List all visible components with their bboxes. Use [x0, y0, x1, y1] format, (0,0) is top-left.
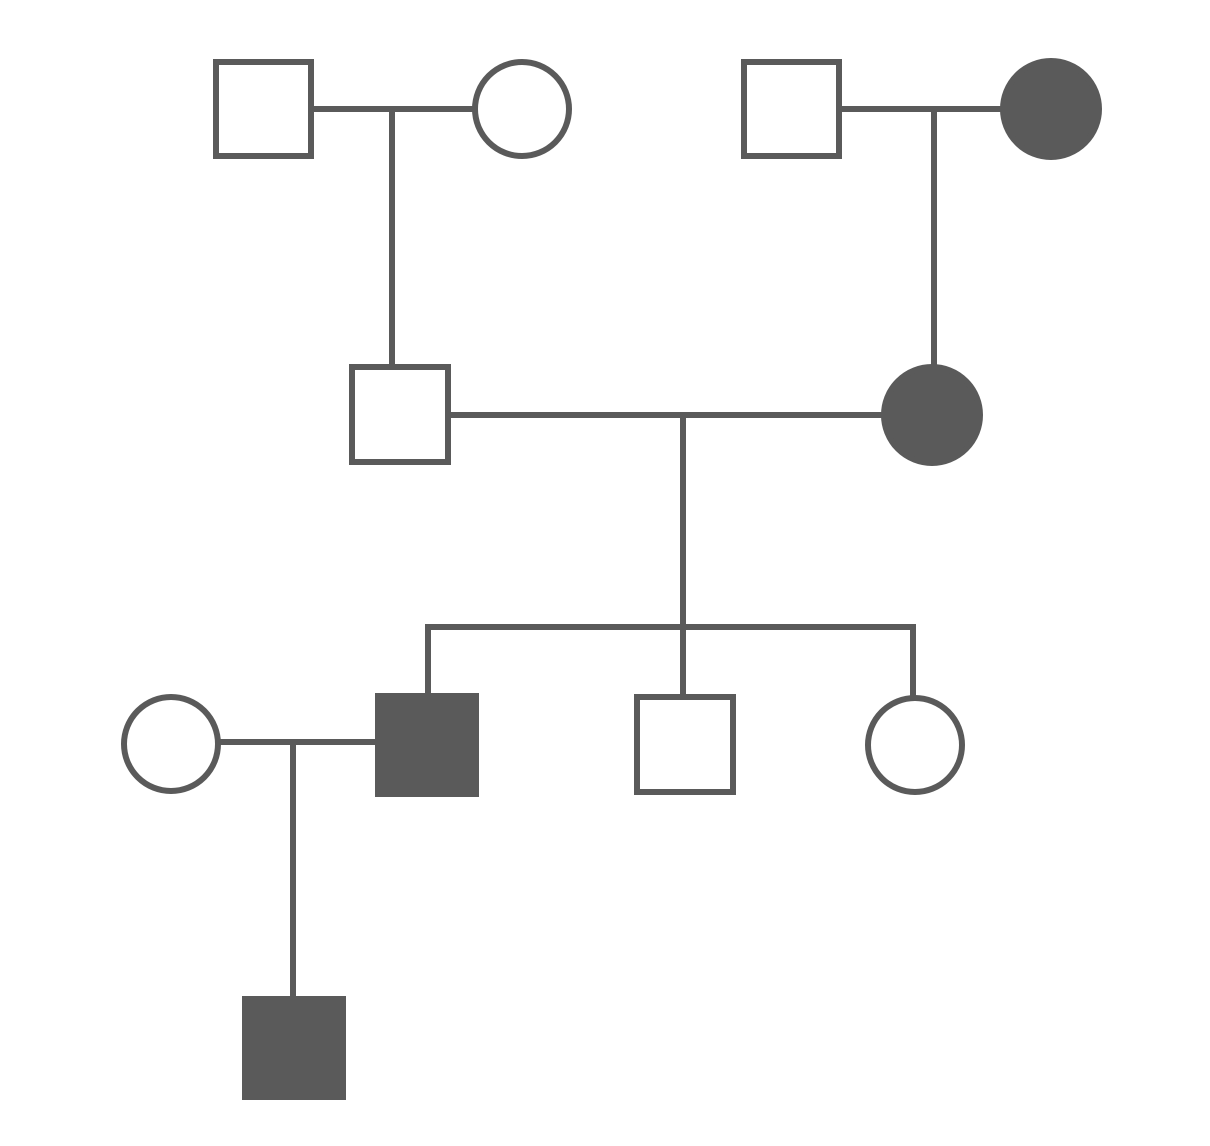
g3-daughter — [865, 695, 965, 795]
g1-paternal-grandfather — [213, 59, 314, 159]
g1-maternal-grandmother — [1000, 58, 1102, 160]
g1-paternal-grandmother — [472, 59, 572, 159]
g1-maternal-grandfather — [741, 59, 842, 159]
g3-son-affected — [375, 693, 479, 797]
g3-son — [634, 694, 736, 795]
g4-grandson — [242, 996, 346, 1100]
g2-father — [349, 364, 451, 465]
g3-spouse — [121, 694, 221, 794]
pedigree-individuals — [121, 58, 1102, 1100]
g2-mother — [881, 364, 983, 466]
pedigree-lines — [212, 106, 1002, 999]
